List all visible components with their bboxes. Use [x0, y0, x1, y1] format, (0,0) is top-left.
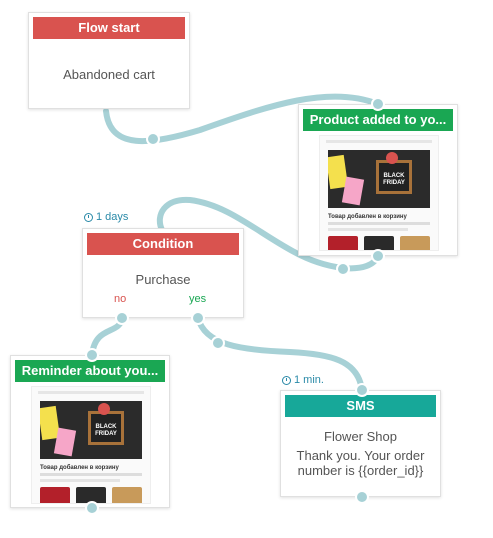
flow-start-trigger: Abandoned cart: [63, 67, 155, 82]
sale-tag-icon: [98, 403, 110, 415]
product-image-tan-bag: [400, 236, 430, 250]
condition-node[interactable]: Condition Purchase no yes: [82, 228, 244, 318]
clock-icon: [84, 212, 93, 222]
product-added-email-node[interactable]: Product added to yo... BLACK FRIDAY Това…: [298, 104, 458, 256]
connector-handle[interactable]: [85, 348, 99, 362]
connector-start-to-product: [103, 93, 381, 145]
email-heading: Товар добавлен в корзину: [328, 214, 407, 220]
reminder-email-node[interactable]: Reminder about you... BLACK FRIDAY Товар…: [10, 355, 170, 508]
email-preheader: [38, 391, 144, 394]
sms-sender: Flower Shop: [324, 429, 397, 444]
connector-yes-to-sms: [195, 315, 365, 393]
connector-handle[interactable]: [371, 97, 385, 111]
condition-delay: 1 days: [84, 211, 128, 223]
email-banner-image: BLACK FRIDAY: [40, 401, 142, 459]
black-friday-sign: BLACK FRIDAY: [376, 160, 412, 194]
product-image-red-bag: [328, 236, 358, 250]
connector-handle[interactable]: [336, 262, 350, 276]
email-preview-thumbnail: BLACK FRIDAY Товар добавлен в корзину: [31, 386, 151, 504]
reminder-header: Reminder about you...: [15, 360, 165, 382]
connector-handle[interactable]: [146, 132, 160, 146]
sale-tag-icon: [386, 152, 398, 164]
product-image-tan-bag: [112, 487, 142, 503]
email-products-row: [328, 236, 430, 250]
product-image-red-bag: [40, 487, 70, 503]
email-products-row: [40, 487, 142, 503]
branch-no-label: no: [114, 293, 127, 305]
sms-delay-label: 1 min.: [294, 374, 324, 386]
condition-criteria: Purchase: [135, 272, 191, 287]
sms-header: SMS: [285, 395, 436, 417]
flow-start-node[interactable]: Flow start Abandoned cart: [28, 12, 190, 109]
email-banner-image: BLACK FRIDAY: [328, 150, 430, 208]
connector-handle[interactable]: [371, 249, 385, 263]
clock-icon: [282, 375, 291, 385]
product-added-header: Product added to yo...: [303, 109, 453, 131]
sms-node[interactable]: SMS Flower Shop Thank you. Your order nu…: [280, 390, 441, 497]
product-image-black-bag: [364, 236, 394, 250]
email-preheader: [326, 140, 432, 143]
connector-handle[interactable]: [355, 383, 369, 397]
branch-yes-label: yes: [189, 293, 207, 305]
email-heading: Товар добавлен в корзину: [40, 465, 119, 471]
connector-handle[interactable]: [85, 501, 99, 515]
branch-yes-handle[interactable]: [191, 311, 205, 325]
sms-delay: 1 min.: [282, 374, 324, 386]
flow-start-header: Flow start: [33, 17, 185, 39]
black-friday-sign: BLACK FRIDAY: [88, 411, 124, 445]
branch-no-handle[interactable]: [115, 311, 129, 325]
connector-handle[interactable]: [211, 336, 225, 350]
sms-message: Thank you. Your order number is {{order_…: [296, 448, 425, 478]
condition-delay-label: 1 days: [96, 211, 129, 223]
condition-header: Condition: [87, 233, 239, 255]
email-preview-thumbnail: BLACK FRIDAY Товар добавлен в корзину: [319, 135, 439, 251]
product-image-black-bag: [76, 487, 106, 503]
connector-handle[interactable]: [355, 490, 369, 504]
